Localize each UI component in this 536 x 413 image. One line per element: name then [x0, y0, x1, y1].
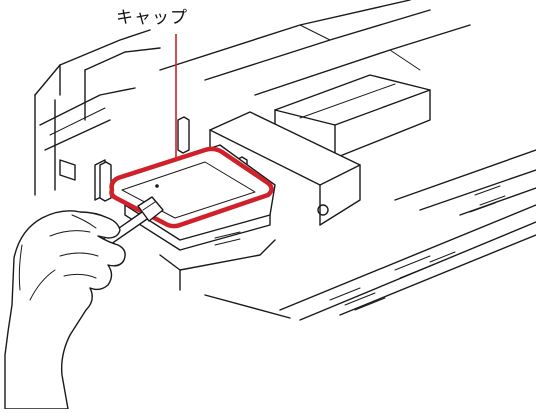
cap-callout-label: キャップ: [116, 8, 188, 28]
machine-body: [34, 0, 536, 321]
hand-holding-swab-icon: [4, 196, 164, 410]
